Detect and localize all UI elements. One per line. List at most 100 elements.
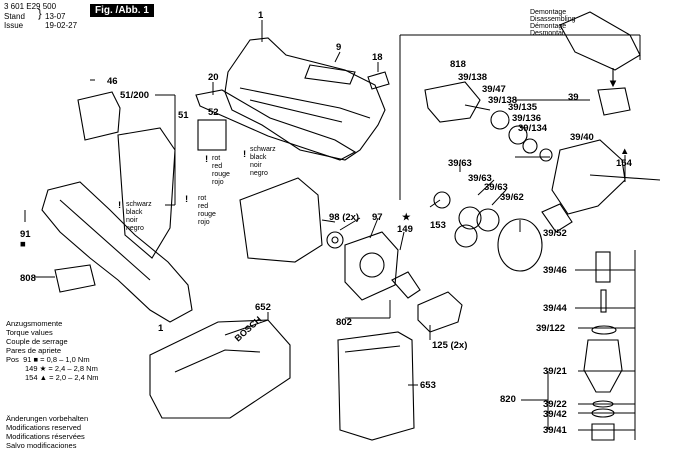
changes-note: Änderungen vorbehalten Modifications res… — [6, 414, 88, 450]
part-label: 1 — [258, 10, 264, 21]
warning-mark: ! — [118, 200, 121, 211]
circuit-board — [117, 127, 176, 259]
part-label: 1 — [158, 323, 164, 334]
part-label: 51/200 — [120, 90, 149, 101]
torque-row: 149 ★ = 2,4 – 2,8 Nm — [25, 364, 98, 373]
demontage-tool — [559, 11, 641, 71]
lower-housing — [41, 181, 193, 323]
clamp-lever — [541, 203, 573, 233]
part-label: 9 — [336, 42, 341, 53]
part-label: 39/136 — [512, 113, 541, 124]
torque-row: 154 ▲ = 2,0 – 2,4 Nm — [25, 373, 99, 382]
part-label: 18 — [372, 52, 383, 63]
torque-mark-91: ■ — [20, 239, 26, 250]
wire-red-text: rouge — [198, 211, 216, 218]
part-label: 91 — [20, 229, 31, 240]
o-ring — [591, 325, 617, 335]
changes-line: Modifications reserved — [6, 423, 82, 432]
spindle-nozzle — [583, 339, 623, 393]
spring — [595, 251, 611, 283]
figure-label: Fig. /Abb. 1 — [90, 4, 154, 17]
part-label: 51 — [178, 110, 189, 121]
part-label: 39/46 — [543, 265, 567, 276]
part-label: 39/63 — [484, 182, 508, 193]
part-labels: 1 1 9 18 20 46 51/200 51 52 91 ■ 808 652… — [20, 10, 633, 436]
washer — [539, 148, 553, 162]
housing-group — [41, 37, 415, 441]
planet-gear-c — [454, 224, 478, 248]
ball-bearing-inner — [331, 236, 339, 244]
part-label: 39/63 — [468, 173, 492, 184]
part-label: 818 — [450, 59, 466, 70]
bracket-glyph: } — [38, 8, 42, 20]
part-label: 39/52 — [543, 228, 567, 239]
part-label: 125 (2x) — [432, 340, 467, 351]
part-label: 46 — [107, 76, 118, 87]
part-label: 652 — [255, 302, 271, 313]
planet-gear-a — [458, 206, 482, 230]
motor — [239, 177, 323, 263]
part-label: 39/138 — [488, 95, 517, 106]
torque-row: Pos 91 ■ = 0,8 – 1,0 Nm — [6, 355, 90, 364]
torque-line: Anzugsmomente — [6, 319, 63, 328]
torque-mark-149: ★ — [402, 212, 411, 223]
wire-red-text: rot — [212, 155, 220, 162]
bearing-b — [508, 125, 528, 145]
part-label: 153 — [430, 220, 446, 231]
wire-red-text: rojo — [198, 219, 210, 226]
switch-cover — [367, 71, 390, 90]
part-label: 39/138 — [458, 72, 487, 83]
ball-bearing — [326, 231, 344, 249]
spindle — [391, 271, 421, 299]
part-label: 39/122 — [536, 323, 565, 334]
torque-line: Couple de serrage — [6, 337, 68, 346]
torque-line: Pares de apriete — [6, 346, 62, 355]
demontage-text: Desmontar — [530, 30, 565, 37]
part-label: 39 — [568, 92, 579, 103]
part-label: 39/47 — [482, 84, 506, 95]
doc-number: 3 601 E29 500 — [4, 2, 57, 11]
part-label: 39/41 — [543, 425, 567, 436]
wire-black-text: schwarz — [126, 201, 152, 208]
date-stand: 13-07 — [45, 12, 66, 21]
gear-head-housing — [551, 139, 626, 215]
sealing-profile — [195, 89, 357, 161]
wire-red-text: red — [212, 163, 222, 170]
nut-41 — [591, 423, 615, 441]
part-label: 39/135 — [508, 102, 538, 113]
changes-line: Änderungen vorbehalten — [6, 414, 89, 423]
changes-line: Salvo modificaciones — [6, 441, 77, 450]
wire-black-text: black — [126, 209, 143, 216]
issue-label: Issue — [4, 21, 24, 30]
leader-lines — [24, 20, 641, 440]
wire-markers: ! ! ! ! — [118, 149, 246, 211]
torque-legend: Anzugsmomente Torque values Couple de se… — [6, 319, 99, 382]
battery-pack — [337, 331, 415, 441]
part-label: 39/40 — [570, 132, 594, 143]
demontage-text: Disassembling — [530, 16, 576, 23]
torque-value: 0,8 – 1,0 Nm — [46, 355, 90, 364]
planet-gear-b — [476, 208, 500, 232]
wire-red-text: rojo — [212, 179, 224, 186]
changes-line: Modifications réservées — [6, 432, 85, 441]
wire-black-text: noir — [126, 217, 138, 224]
torque-pos: 91 — [23, 355, 32, 364]
nameplate — [54, 264, 96, 293]
part-label: 149 — [397, 224, 413, 235]
demontage-text: Démontage — [530, 23, 566, 30]
charger — [149, 319, 291, 419]
bearing-c — [522, 138, 538, 154]
torque-mark-154: ▲ — [620, 146, 629, 157]
capacitor — [197, 119, 227, 151]
electronics-group — [77, 91, 463, 333]
part-label: 52 — [208, 107, 219, 118]
part-label: 802 — [336, 317, 352, 328]
drive-gear-assembly — [424, 81, 481, 123]
torque-line: Torque values — [6, 328, 53, 337]
torque-value: 2,4 – 2,8 Nm — [54, 364, 98, 373]
wire-labels: rot red rouge rojo rot red rouge rojo sc… — [126, 9, 576, 232]
wire-black-text: noir — [250, 162, 262, 169]
torque-pos: 154 — [25, 373, 38, 382]
gearbox-group — [424, 11, 661, 441]
part-label: 98 (2x) — [329, 212, 359, 223]
